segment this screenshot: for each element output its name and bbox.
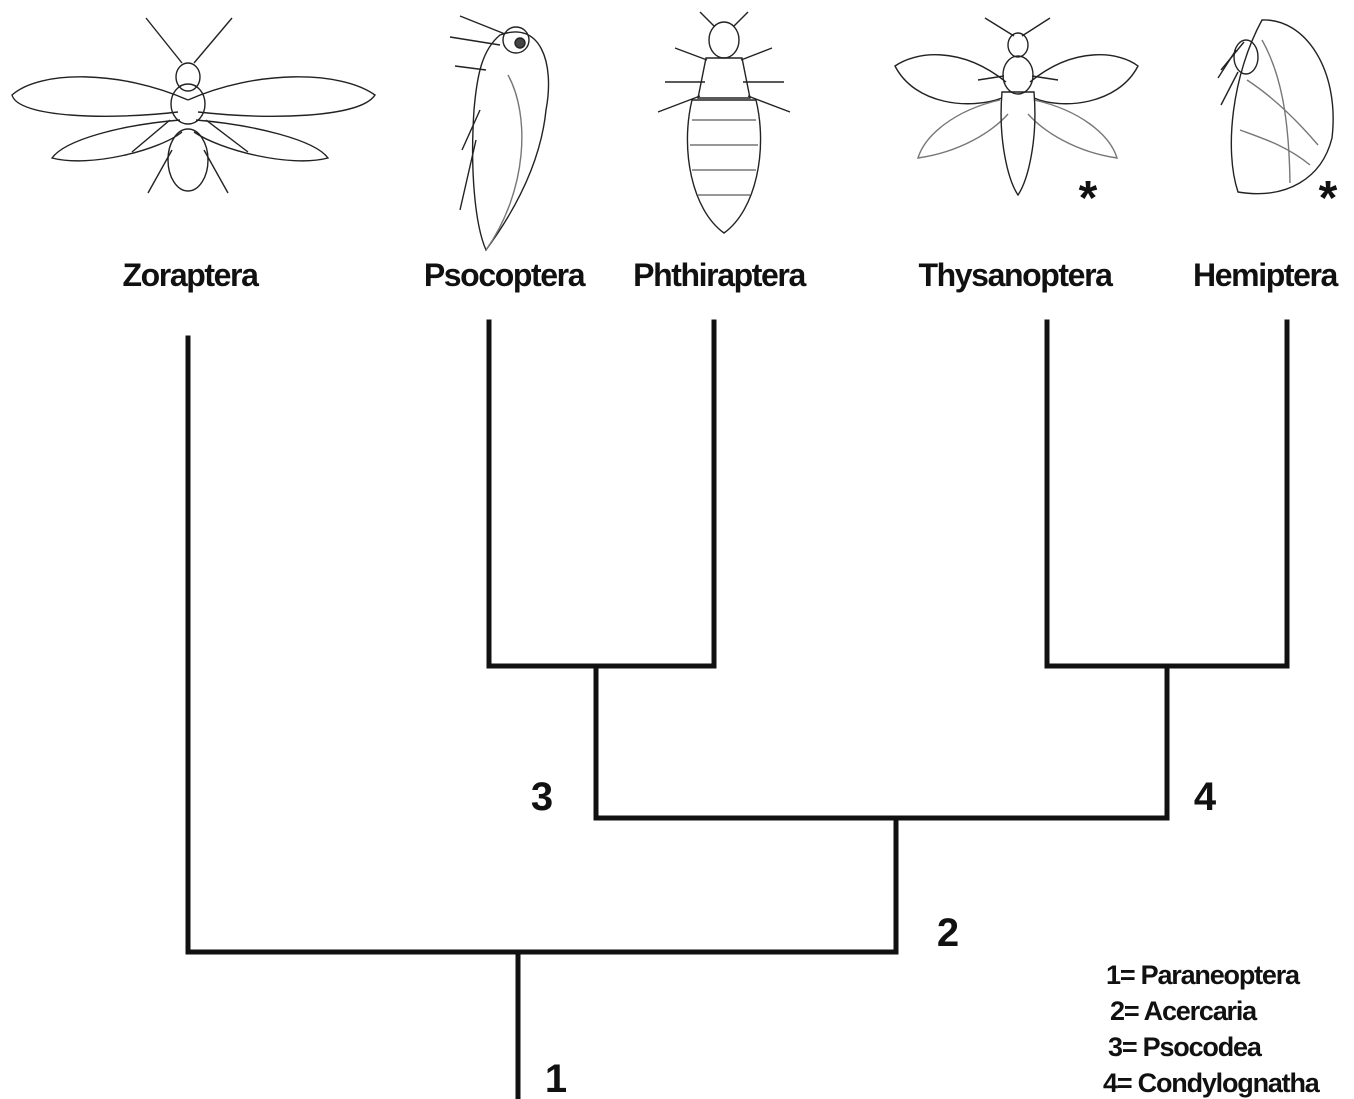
psocoptera-insect-icon: [450, 16, 549, 250]
taxon-label-zoraptera: Zoraptera: [123, 257, 260, 293]
node-label-2: 2: [937, 911, 959, 955]
thysanoptera-asterisk: *: [1079, 172, 1098, 225]
node-label-3: 3: [531, 775, 553, 819]
zoraptera-insect-icon: [12, 18, 375, 193]
legend-item-condylognatha: 4= Condylognatha: [1103, 1068, 1321, 1098]
taxon-label-psocoptera: Psocoptera: [424, 257, 586, 293]
legend-item-paraneoptera: 1= Paraneoptera: [1106, 960, 1301, 990]
node-label-4: 4: [1194, 775, 1217, 819]
taxon-label-phthiraptera: Phthiraptera: [633, 257, 806, 293]
taxon-label-hemiptera: Hemiptera: [1193, 257, 1339, 293]
hemiptera-insect-icon: [1218, 20, 1333, 194]
legend: 1= Paraneoptera 2= Acercaria 3= Psocodea…: [1103, 960, 1321, 1098]
thysanoptera-thrips-icon: [895, 18, 1138, 195]
node-label-1: 1: [545, 1057, 567, 1099]
legend-item-psocodea: 3= Psocodea: [1108, 1032, 1263, 1062]
hemiptera-asterisk: *: [1319, 172, 1338, 225]
legend-item-acercaria: 2= Acercaria: [1110, 996, 1258, 1026]
phthiraptera-louse-icon: [658, 12, 790, 233]
taxon-label-thysanoptera: Thysanoptera: [918, 257, 1113, 293]
